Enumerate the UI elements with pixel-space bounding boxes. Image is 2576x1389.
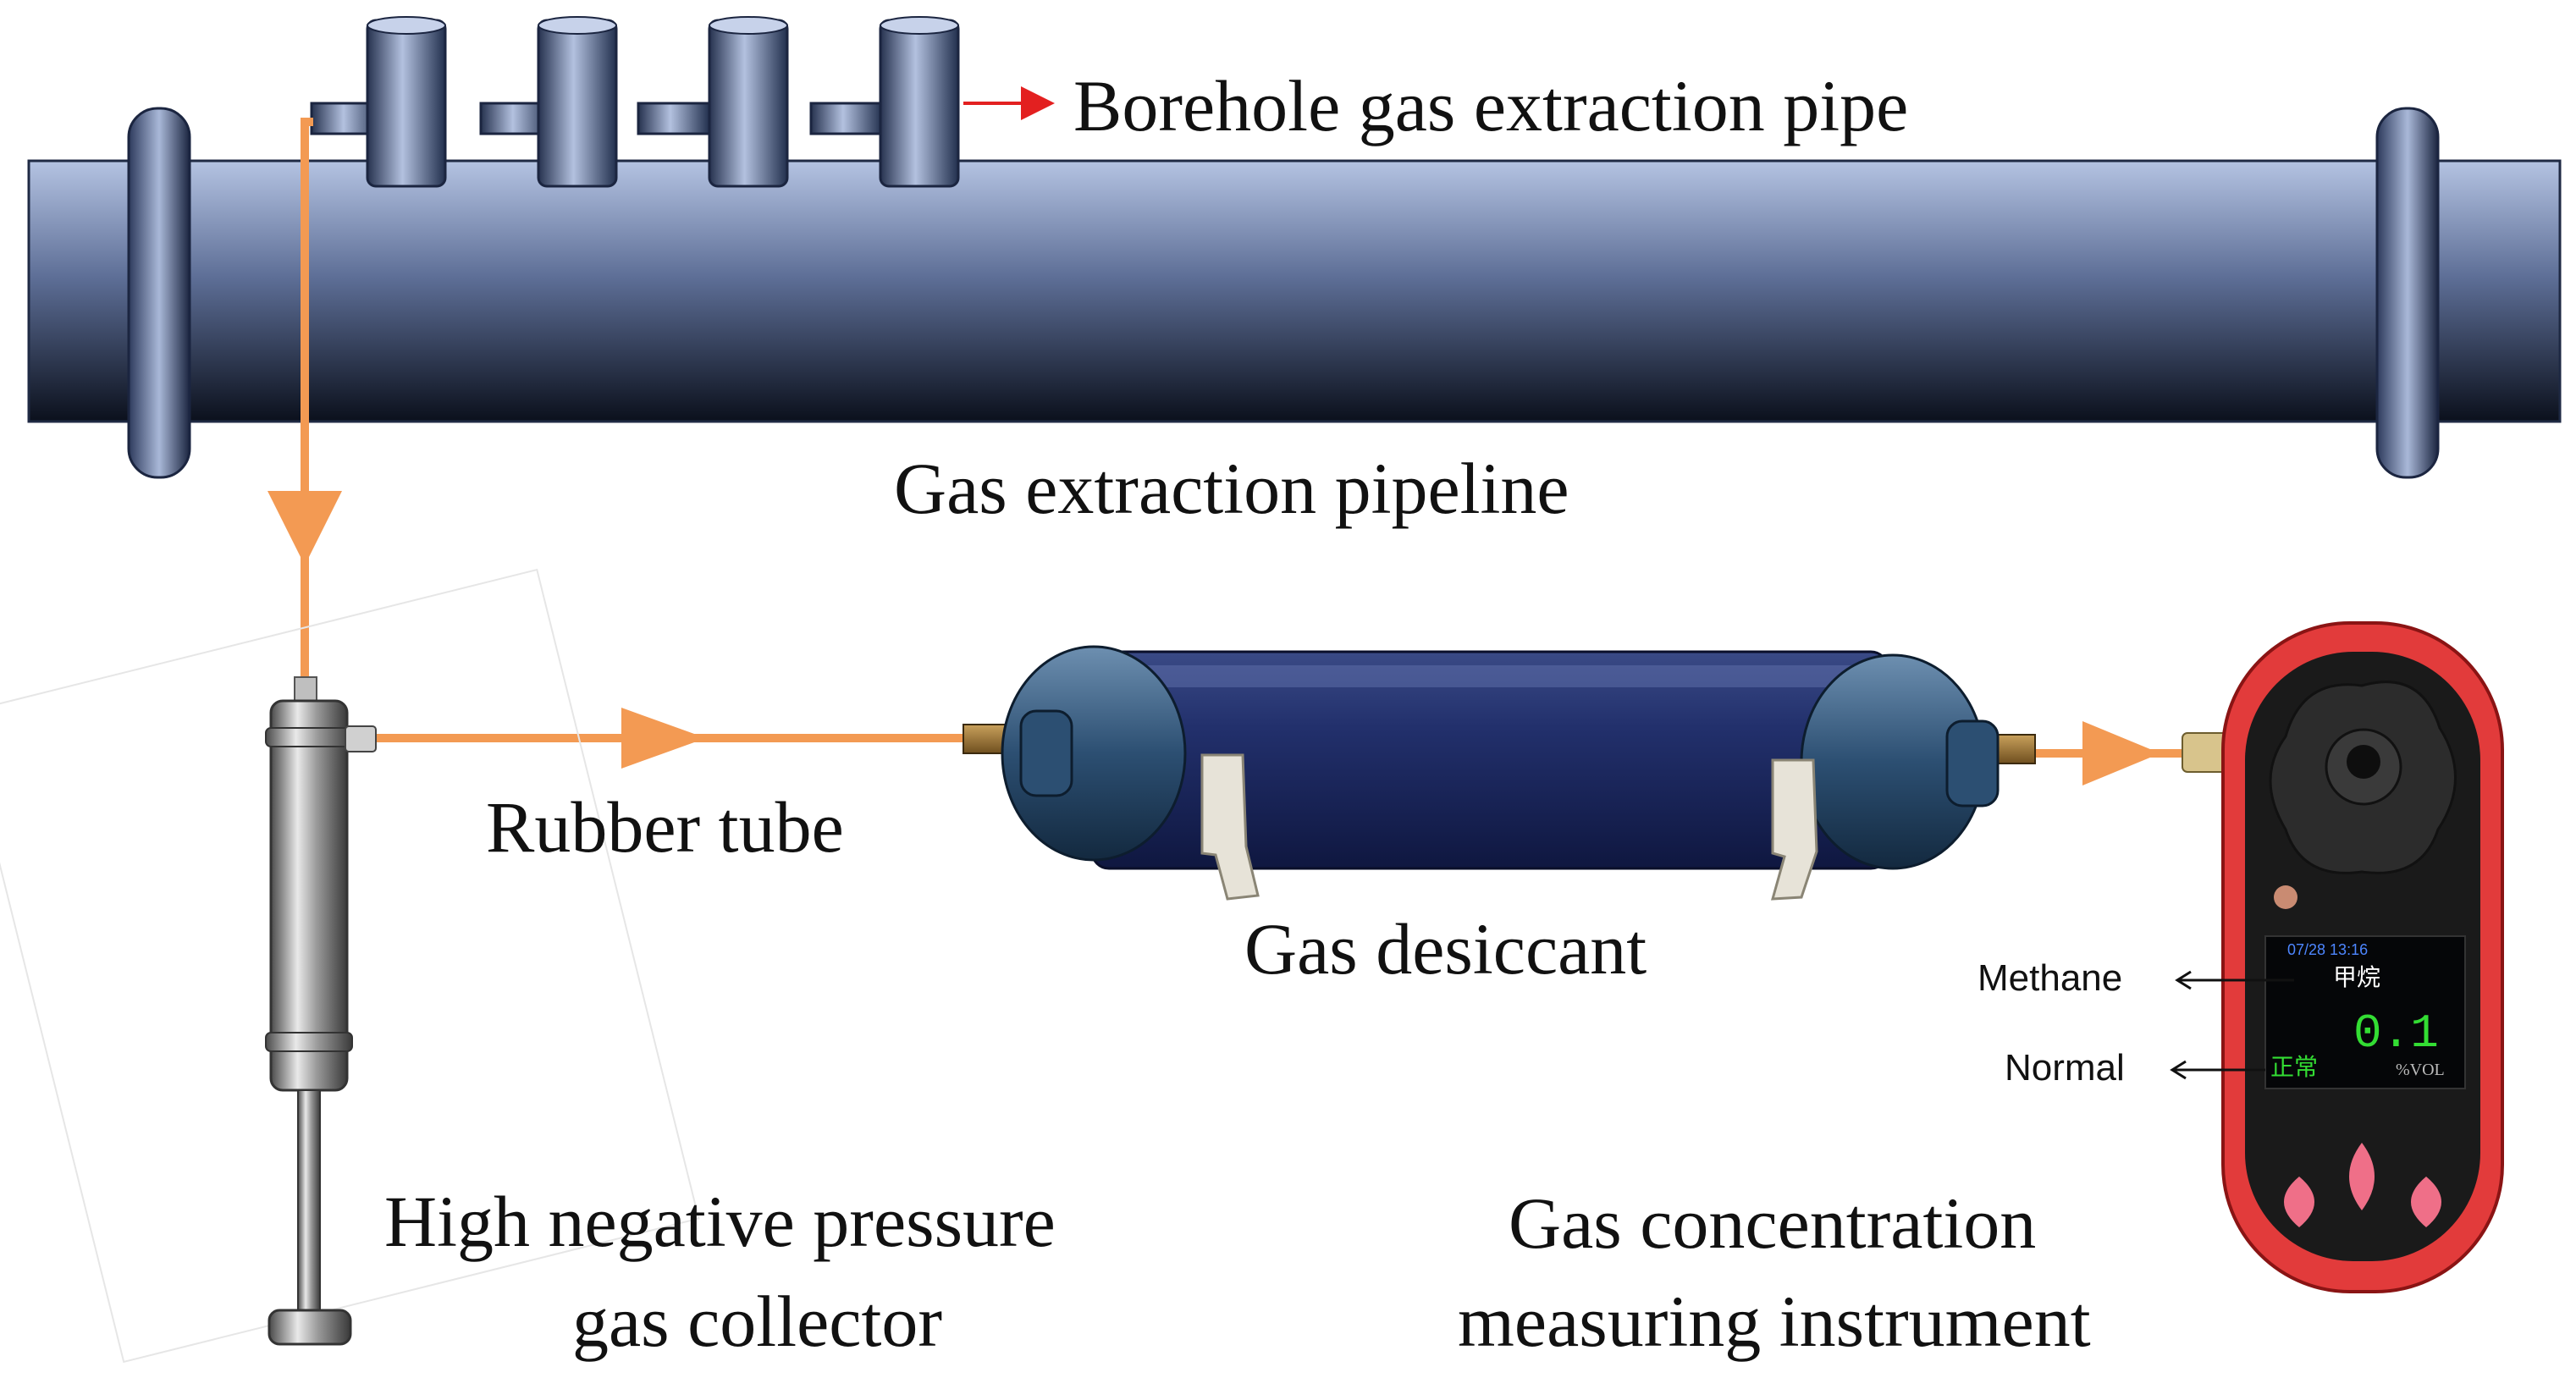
instrument-indicator-light [2274,885,2297,909]
normal-callout-label: Normal [2005,1047,2125,1089]
collector-label-line2: gas collector [572,1281,942,1362]
collector-label-line1: High negative pressure [384,1181,1056,1262]
instrument-label-line2: measuring instrument [1458,1281,2091,1362]
left-flange [127,107,191,479]
desiccant-right-bracket [1770,758,1818,901]
borehole-pipe-4 [809,16,960,188]
methane-callout-label: Methane [1978,957,2122,999]
instrument-button-right [2411,1177,2441,1227]
rubber-tube-label: Rubber tube [486,786,844,868]
right-flange [2375,107,2440,479]
gas-instrument: 07/28 13:16 甲烷 0.1 正常 %VOL [2182,621,2504,1293]
collector-plunger-rod [297,1089,321,1313]
borehole-pipe-label: Borehole gas extraction pipe [1073,65,1908,146]
flow-arrow-right-2 [2082,721,2160,785]
instrument-button-left [2284,1177,2314,1227]
screen-time: 07/28 13:16 [2287,941,2368,958]
flow-arrow-down [268,491,342,565]
normal-callout-arrow [2170,1060,2265,1080]
borehole-extraction-pipes [310,16,960,188]
pipeline-body [27,159,2562,423]
instrument-screen [2264,935,2466,1089]
desiccant-left-bracket [1200,753,1260,901]
gas-desiccant [963,645,2036,901]
collector-bounding-outline [0,568,700,1364]
borehole-pipe-2 [479,16,618,188]
borehole-pipe-3 [637,16,789,188]
pipeline-label: Gas extraction pipeline [894,448,1569,529]
flow-arrow-right-1 [621,708,706,769]
screen-unit: %VOL [2396,1061,2445,1079]
flow-lines [268,118,2191,785]
desiccant-left-cap [1001,645,1187,862]
gas-extraction-pipeline [27,107,2562,479]
screen-reading: 0.1 [2353,1006,2439,1061]
desiccant-label: Gas desiccant [1244,908,1647,989]
screen-status: 正常 [2270,1053,2318,1081]
methane-callout-arrow [2175,970,2294,990]
collector-handle [268,1309,352,1346]
screen-gas-name: 甲烷 [2333,963,2380,991]
gas-collector [0,568,700,1364]
instrument-label-line1: Gas concentration [1509,1182,2036,1264]
instrument-button-center [2349,1143,2375,1210]
